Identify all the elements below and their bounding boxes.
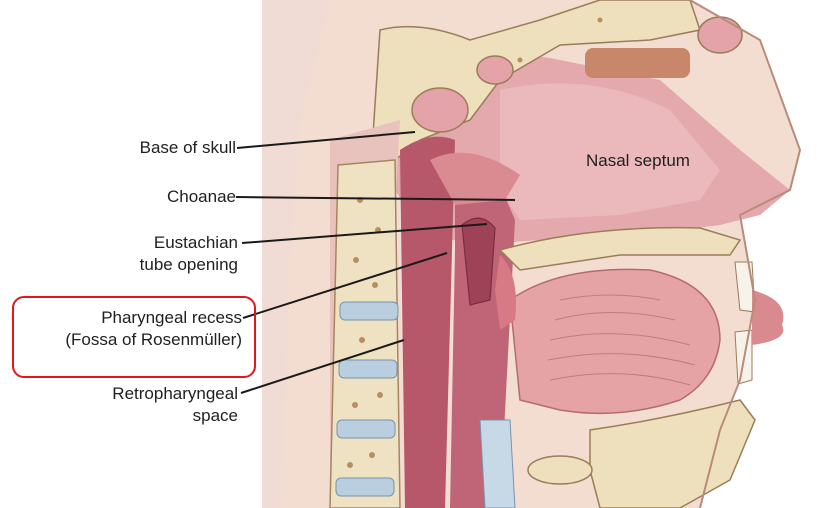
leader-line-pharyngeal-recess [243, 253, 447, 318]
label-pharyngeal-recess: Pharyngeal recess (Fossa of Rosenmüller) [14, 307, 242, 351]
leader-line-choanae [236, 197, 515, 200]
leader-line-base-of-skull [237, 132, 415, 148]
label-nasal-septum: Nasal septum [586, 150, 690, 172]
label-eustachian-line2: tube opening [96, 254, 238, 276]
leader-line-retropharyngeal [241, 340, 404, 393]
leader-line-eustachian [242, 224, 487, 243]
label-eustachian-tube-opening: Eustachian tube opening [96, 232, 238, 276]
label-pharyngeal-line1: Pharyngeal recess [14, 307, 242, 329]
label-base-of-skull: Base of skull [96, 137, 236, 159]
label-eustachian-line1: Eustachian [96, 232, 238, 254]
label-retropharyngeal-line1: Retropharyngeal [60, 383, 238, 405]
label-choanae: Choanae [96, 186, 236, 208]
label-pharyngeal-line2: (Fossa of Rosenmüller) [14, 329, 242, 351]
label-retropharyngeal-line2: space [60, 405, 238, 427]
label-retropharyngeal-space: Retropharyngeal space [60, 383, 238, 427]
